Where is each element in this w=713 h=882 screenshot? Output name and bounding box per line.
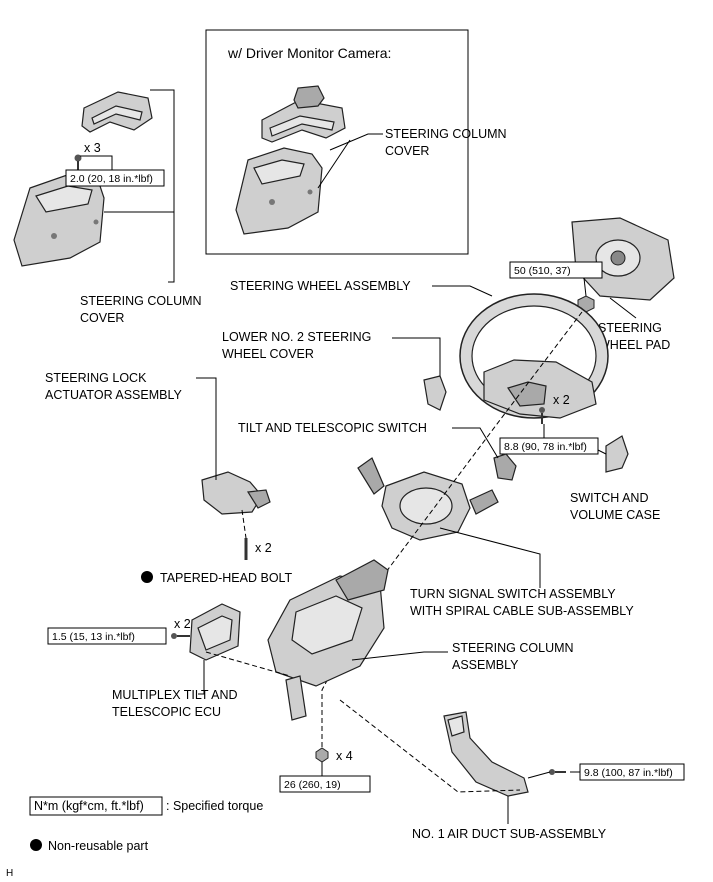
assembly-axis-dashline	[321, 311, 583, 748]
tilt-switch-icon	[493, 453, 517, 481]
lower-no2-cover-label-1: LOWER NO. 2 STEERING	[222, 330, 371, 344]
legend-unit-box	[29, 796, 163, 816]
ecu-bolt-qty: x 2	[174, 617, 191, 631]
tilt-switch-leader	[452, 427, 499, 459]
inset-cover-label-1: STEERING COLUMN	[385, 127, 507, 141]
cover-screw-qty: x 3	[84, 141, 101, 155]
steering-column-assembly-label-2: ASSEMBLY	[452, 658, 519, 672]
multiplex-ecu-icon	[189, 603, 241, 661]
air-duct-torque-value: 9.8 (100, 87 in.*lbf)	[584, 767, 673, 779]
air-duct-bolt-icon	[549, 769, 566, 775]
inset-cover-label-2: COVER	[385, 144, 429, 158]
cover-bracket-leader	[150, 89, 175, 283]
wheel-screw-torque-box	[499, 437, 599, 455]
wheel-assy-leader	[432, 285, 493, 297]
legend-unit-desc: : Specified torque	[166, 799, 263, 813]
column-torque-value: 26 (260, 19)	[284, 779, 341, 791]
air-duct-bolt-leader	[527, 771, 551, 779]
tapered-bolt-qty: x 2	[255, 541, 272, 555]
multiplex-ecu-label-2: TELESCOPIC ECU	[112, 705, 221, 719]
air-duct-dashline	[339, 699, 521, 793]
switch-volume-case-label-1: SWITCH AND	[570, 491, 648, 505]
steering-lock-icon	[201, 471, 271, 515]
cover-screw-icon	[74, 154, 82, 172]
steering-lock-label-1: STEERING LOCK	[45, 371, 147, 385]
lower-column-cover-icon	[13, 173, 105, 267]
steering-column-icon	[267, 559, 389, 721]
lower-cover-leader	[392, 337, 441, 376]
multiplex-ecu-label-1: MULTIPLEX TILT AND	[112, 688, 238, 702]
air-duct-label: NO. 1 AIR DUCT SUB-ASSEMBLY	[412, 827, 607, 841]
column-torque-box	[279, 775, 371, 793]
steering-column-assembly-label-1: STEERING COLUMN	[452, 641, 574, 655]
legend-unit: N*m (kgf*cm, ft.*lbf)	[34, 799, 144, 813]
wheel-screw-icon	[539, 407, 545, 424]
tapered-bolt-dashline	[241, 509, 247, 539]
steering-wheel-icon	[459, 293, 609, 419]
column-nut-icon	[315, 747, 329, 763]
inset-upper-cover-icon	[261, 85, 346, 143]
steering-column-cover-label-2: COVER	[80, 311, 124, 325]
tapered-bolt-nonreusable-icon	[141, 571, 153, 583]
tilt-switch-label: TILT AND TELESCOPIC SWITCH	[238, 421, 427, 435]
turn-signal-switch-icon	[357, 457, 499, 541]
wheel-nut-leader	[583, 277, 587, 297]
tapered-bolt-label: TAPERED-HEAD BOLT	[160, 571, 293, 585]
switch-volume-case-label-2: VOLUME CASE	[570, 508, 660, 522]
column-nut-qty: x 4	[336, 749, 353, 763]
legend-nonreusable: Non-reusable part	[48, 839, 149, 853]
cover-qty-leader	[80, 155, 113, 170]
lower-no2-cover-label-2: WHEEL COVER	[222, 347, 314, 361]
ecu-torque-value: 1.5 (15, 13 in.*lbf)	[52, 631, 135, 643]
steering-wheel-pad-icon	[571, 217, 675, 301]
switch-volume-case-icon	[605, 435, 629, 473]
steering-lock-leader	[196, 377, 217, 480]
steering-wheel-assembly-label: STEERING WHEEL ASSEMBLY	[230, 279, 411, 293]
volume-case-leader	[597, 449, 607, 455]
steering-lock-label-2: ACTUATOR ASSEMBLY	[45, 388, 183, 402]
wheel-screw-qty: x 2	[553, 393, 570, 407]
steering-column-cover-label-1: STEERING COLUMN	[80, 294, 202, 308]
cover-torque-value: 2.0 (20, 18 in.*lbf)	[70, 173, 153, 185]
inset-title: w/ Driver Monitor Camera:	[227, 45, 391, 61]
ecu-torque-box	[47, 627, 167, 645]
turn-signal-label-1: TURN SIGNAL SWITCH ASSEMBLY	[410, 587, 616, 601]
steering-wheel-pad-label-2: WHEEL PAD	[598, 338, 670, 352]
pad-leader	[609, 297, 637, 319]
turn-signal-leader	[439, 527, 541, 588]
turn-signal-label-2: WITH SPIRAL CABLE SUB-ASSEMBLY	[410, 604, 634, 618]
ecu-dashline	[205, 651, 291, 677]
steering-wheel-pad-label-1: STEERING	[598, 321, 662, 335]
ecu-bolt-icon	[171, 633, 190, 639]
inset-cover-leader	[329, 133, 383, 151]
column-assy-leader	[351, 651, 448, 661]
inset-lower-cover-icon	[235, 147, 323, 235]
cover-torque-box	[65, 169, 165, 187]
air-duct-icon	[443, 711, 529, 797]
ecu-leader	[198, 660, 205, 695]
lower-no2-cover-icon	[423, 375, 447, 411]
upper-column-cover-icon	[81, 91, 153, 133]
wheel-nut-torque-value: 50 (510, 37)	[514, 265, 571, 277]
inset-cover-leader-2	[317, 139, 351, 189]
wheel-nut-torque-box	[509, 261, 603, 279]
legend-nonreusable-icon	[30, 839, 42, 851]
wheel-screw-torque-value: 8.8 (90, 78 in.*lbf)	[504, 441, 587, 453]
corner-mark: H	[6, 868, 13, 879]
